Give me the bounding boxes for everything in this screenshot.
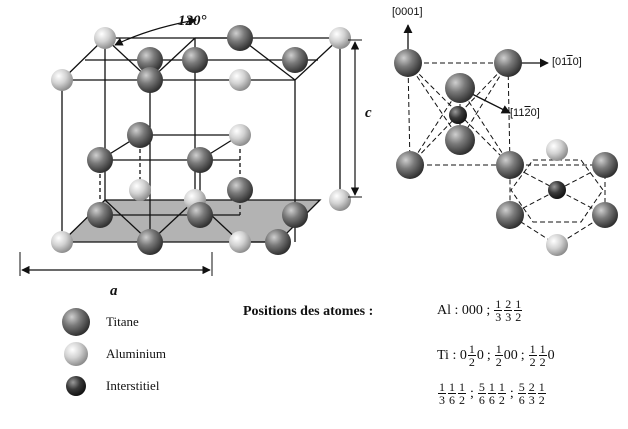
aluminium-atom xyxy=(94,27,116,49)
direction-01-10-label: [0110] xyxy=(552,56,582,68)
titanium-atom xyxy=(496,151,524,179)
titanium-atom xyxy=(187,147,213,173)
aluminium-atom xyxy=(229,124,251,146)
aluminium-atom xyxy=(546,234,568,256)
angle-arrow xyxy=(114,17,197,46)
axis-11-20 xyxy=(469,92,511,114)
titanium-atom xyxy=(445,73,475,103)
titanium-atom xyxy=(137,47,163,73)
titanium-atom xyxy=(494,49,522,77)
aluminium-atom xyxy=(329,189,351,211)
titanium-atom xyxy=(265,229,291,255)
titanium-atom xyxy=(396,151,424,179)
titanium-atom xyxy=(282,202,308,228)
titanium-atom xyxy=(127,122,153,148)
titanium-atom xyxy=(282,47,308,73)
titanium-atom xyxy=(187,202,213,228)
unit-cell-3d xyxy=(19,17,362,276)
legend-interstitial-icon xyxy=(66,376,86,396)
titanium-atom xyxy=(137,67,163,93)
c-label: c xyxy=(365,105,372,121)
titanium-atom xyxy=(496,201,524,229)
legend-aluminium-icon xyxy=(64,342,88,366)
aluminium-atom xyxy=(329,27,351,49)
aluminium-atom xyxy=(51,231,73,253)
aluminium-atom xyxy=(229,69,251,91)
atoms-3d xyxy=(51,25,351,255)
positions-title: Positions des atomes : xyxy=(243,304,374,319)
legend-interstitial: Interstitiel xyxy=(96,378,159,394)
legend-label: Aluminium xyxy=(106,346,166,361)
interstitial-atom xyxy=(449,106,467,124)
aluminium-atom xyxy=(546,139,568,161)
direction-11-20-label: [1120] xyxy=(510,107,540,119)
aluminium-atom xyxy=(129,179,151,201)
legend-aluminium: Aluminium xyxy=(96,346,166,362)
legend-label: Titane xyxy=(106,314,139,329)
projection-view xyxy=(394,24,618,256)
titanium-atom xyxy=(227,177,253,203)
titanium-atom xyxy=(445,125,475,155)
interstitial-atom xyxy=(548,181,566,199)
titanium-atom xyxy=(87,202,113,228)
titanium-atom xyxy=(592,202,618,228)
titanium-atom xyxy=(592,152,618,178)
legend-label: Interstitiel xyxy=(106,378,160,393)
direction-0001-label: [0001] xyxy=(392,6,423,18)
angle-label: 120° xyxy=(178,13,207,29)
legend-titanium: Titane xyxy=(96,314,139,330)
legend-titanium-icon xyxy=(62,308,90,336)
aluminium-atom xyxy=(51,69,73,91)
a-label: a xyxy=(110,283,118,299)
titanium-atom xyxy=(394,49,422,77)
titanium-atom xyxy=(87,147,113,173)
titanium-atom xyxy=(227,25,253,51)
aluminium-atom xyxy=(229,231,251,253)
titanium-atom xyxy=(182,47,208,73)
titanium-atom xyxy=(137,229,163,255)
